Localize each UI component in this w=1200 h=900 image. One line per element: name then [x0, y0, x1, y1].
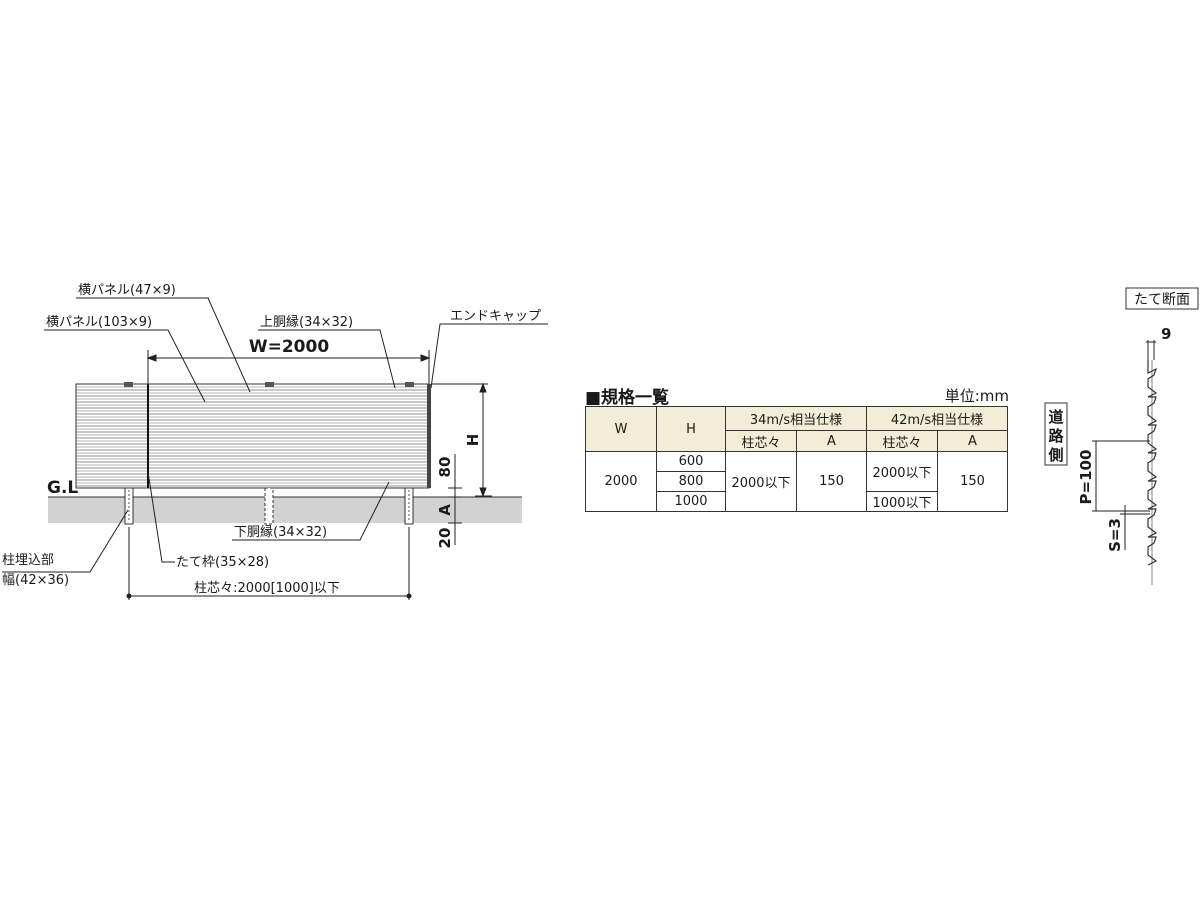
louver-profile — [1147, 360, 1158, 585]
road-side-char-3: 側 — [1047, 446, 1063, 464]
panel-103-label: 横パネル(103×9) — [46, 315, 152, 330]
pitch-dimension — [1092, 440, 1150, 512]
thickness-dimension — [1146, 340, 1156, 360]
post-left — [124, 487, 134, 525]
h-value: 1000 — [656, 491, 726, 512]
pitch-label: P=100 — [1077, 450, 1095, 505]
post-cap-right — [405, 382, 414, 387]
fence-panel-outline — [75, 383, 430, 489]
w-value: 2000 — [585, 451, 657, 512]
panel-47-label: 横パネル(47×9) — [78, 283, 176, 298]
end-cap — [427, 384, 431, 488]
col-h-header: H — [656, 406, 726, 452]
pitch-34-header: 柱芯々 — [725, 430, 797, 452]
post-center — [264, 487, 274, 525]
post-cap-left — [124, 382, 133, 387]
post-embed-label-2: 幅(42×36) — [2, 573, 69, 588]
pitch-42-header: 柱芯々 — [866, 430, 938, 452]
dim-a-label: A — [436, 504, 454, 516]
post-cap-center — [265, 382, 274, 387]
group-34-header: 34m/s相当仕様 — [725, 406, 867, 431]
gl-label: G.L — [47, 478, 78, 498]
top-rail-label: 上胴縁(34×32) — [260, 314, 353, 330]
post-pitch-label: 柱芯々:2000[1000]以下 — [194, 581, 340, 596]
a-34-header: A — [796, 430, 867, 452]
col-w-header: W — [585, 406, 657, 452]
a-34-value: 150 — [796, 451, 867, 512]
road-side-char-1: 道 — [1048, 408, 1063, 426]
spec-table: W H 34m/s相当仕様 42m/s相当仕様 柱芯々 A 柱芯々 A 2000… — [585, 406, 1008, 512]
vertical-section-drawing: たて断面 9 道 路 側 P=100 S=3 — [1044, 287, 1199, 585]
horizontal-panels — [76, 386, 429, 487]
post-right — [404, 487, 414, 525]
spec-unit: 単位:mm — [944, 387, 1009, 405]
post-embed-label-1: 柱埋込部 — [2, 553, 54, 568]
h-value: 600 — [656, 451, 726, 472]
louver-path — [1147, 360, 1158, 566]
post-pitch-dimension — [126, 527, 412, 600]
a-42-value: 150 — [937, 451, 1008, 512]
height-label: H — [464, 434, 482, 447]
end-cap-label: エンドキャップ — [450, 309, 541, 324]
clearance-dimension — [448, 454, 462, 545]
pitch-42-value-a: 2000以下 — [866, 451, 938, 492]
a-42-header: A — [937, 430, 1008, 452]
section-title-box — [1125, 287, 1199, 310]
h-value: 800 — [656, 471, 726, 492]
height-dimension — [431, 382, 492, 498]
bottom-rail-label: 下胴縁(34×32) — [234, 524, 327, 540]
gap-label: S=3 — [1106, 518, 1124, 552]
dim-20-label: 20 — [436, 528, 454, 549]
vertical-frame-label: たて枠(35×28) — [176, 555, 269, 570]
pitch-34-value: 2000以下 — [725, 451, 797, 512]
road-side-box — [1044, 402, 1068, 466]
road-side-char-2: 路 — [1048, 427, 1064, 445]
pitch-42-value-b: 1000以下 — [866, 491, 938, 512]
group-42-header: 42m/s相当仕様 — [866, 406, 1008, 431]
spec-title: ■規格一覧 — [585, 388, 670, 408]
width-label: W=2000 — [249, 337, 329, 357]
dim-80-label: 80 — [436, 457, 454, 478]
section-title: たて断面 — [1134, 292, 1190, 308]
thickness-label: 9 — [1161, 325, 1171, 343]
gap-dimension — [1120, 505, 1150, 550]
width-dimension — [146, 350, 431, 384]
leader-lines — [2, 297, 548, 573]
